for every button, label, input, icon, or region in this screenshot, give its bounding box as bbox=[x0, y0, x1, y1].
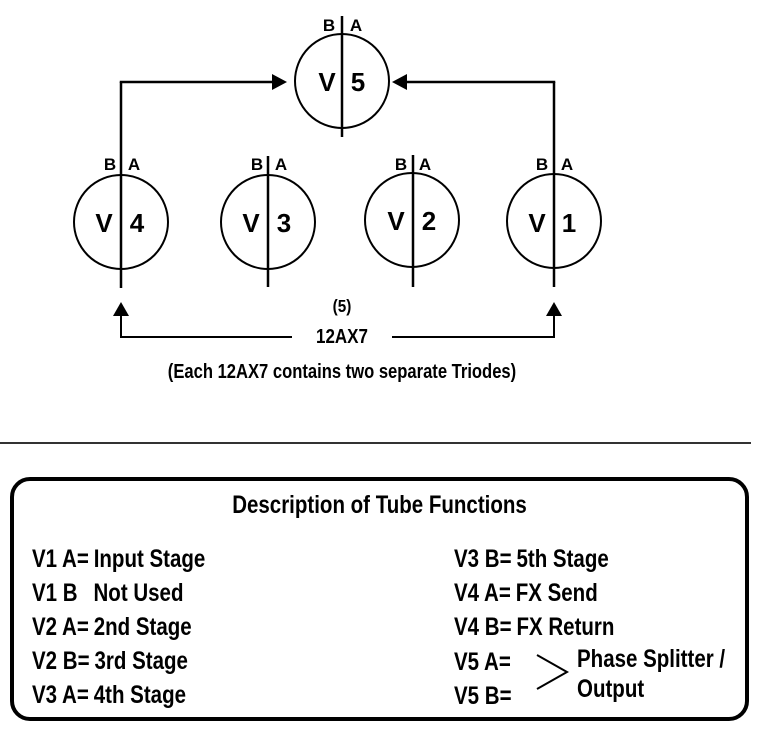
legend-item-value: 4th Stage bbox=[93, 681, 186, 709]
tube-v3-side-a: A bbox=[275, 155, 287, 174]
tube-v5-side-a: A bbox=[350, 16, 362, 35]
legend-column-right: V3 B=5th Stage V4 A=FX Send V4 B=FX Retu… bbox=[454, 542, 650, 644]
arrowhead-up-right-icon bbox=[546, 302, 562, 316]
legend-item-key: V1 B bbox=[32, 579, 78, 607]
legend-column-left: V1 A=Input Stage V1 B Not Used V2 A=2nd S… bbox=[32, 542, 243, 712]
legend-item-value: FX Return bbox=[516, 613, 615, 641]
tube-v2-letter: V bbox=[387, 206, 405, 236]
tube-v3: B A V 3 bbox=[220, 155, 316, 287]
bracket-line-left bbox=[120, 316, 292, 338]
tube-v3-letter: V bbox=[242, 208, 260, 238]
tube-v5: B A V 5 bbox=[294, 16, 390, 137]
legend-item-key: V1 A= bbox=[32, 545, 89, 573]
legend-v5-group: V5 A= V5 B= Phase Splitter / Output bbox=[454, 644, 754, 714]
tube-v4-number: 4 bbox=[130, 208, 145, 238]
connector-line-left bbox=[119, 80, 272, 84]
bracket-connector-icon bbox=[536, 654, 570, 690]
legend-v5-description-line1: Phase Splitter / bbox=[577, 645, 726, 673]
triode-note: (Each 12AX7 contains two separate Triode… bbox=[168, 360, 516, 383]
legend-item: V4 A=FX Send bbox=[454, 576, 614, 610]
tube-v5-number: 5 bbox=[351, 67, 365, 97]
legend-item-value: Not Used bbox=[93, 579, 184, 607]
legend-item-value: 5th Stage bbox=[516, 545, 609, 573]
legend-v5-a-key: V5 A= bbox=[454, 648, 511, 676]
tube-v3-side-b: B bbox=[251, 155, 263, 174]
tube-v1-letter: V bbox=[528, 208, 546, 238]
signal-path-v4-to-v5 bbox=[119, 74, 287, 90]
arrowhead-up-left-icon bbox=[113, 302, 129, 316]
legend-item-key: V4 B= bbox=[454, 613, 512, 641]
tube-v4-side-b: B bbox=[104, 155, 116, 174]
legend-item: V4 B=FX Return bbox=[454, 610, 614, 644]
tube-functions-legend: Description of Tube Functions V1 A=Input… bbox=[10, 477, 749, 721]
bracket-line-right bbox=[392, 316, 555, 338]
tube-v1-side-b: B bbox=[536, 155, 548, 174]
legend-item-key: V2 B= bbox=[32, 647, 90, 675]
legend-item-key: V2 A= bbox=[32, 613, 89, 641]
legend-item-value: Input Stage bbox=[93, 545, 206, 573]
legend-item-key: V4 A= bbox=[454, 579, 511, 607]
tube-layout-diagram: B A V 5 B A V 4 B A V 3 B A V 2 B A V 1 bbox=[73, 16, 602, 383]
tube-type-label: 12AX7 bbox=[316, 325, 368, 348]
tube-v1-side-a: A bbox=[561, 155, 573, 174]
tube-v1: B A V 1 bbox=[506, 82, 602, 287]
arrowhead-left-icon bbox=[392, 74, 407, 90]
tube-v5-letter: V bbox=[318, 67, 336, 97]
tube-v2-side-b: B bbox=[395, 155, 407, 174]
signal-path-v1-to-v5 bbox=[392, 74, 556, 90]
tube-v4-side-a: A bbox=[128, 155, 140, 174]
legend-item: V1 A=Input Stage bbox=[32, 542, 205, 576]
legend-item: V2 B=3rd Stage bbox=[32, 644, 205, 678]
legend-v5-description-line2: Output bbox=[577, 675, 645, 703]
legend-item-key: V3 B= bbox=[454, 545, 512, 573]
legend-v5-b-key: V5 B= bbox=[454, 682, 512, 710]
legend-title: Description of Tube Functions bbox=[232, 491, 527, 519]
tube-count-bracket bbox=[113, 302, 562, 338]
legend-item: V2 A=2nd Stage bbox=[32, 610, 205, 644]
tube-v2-side-a: A bbox=[419, 155, 431, 174]
legend-item: V1 B Not Used bbox=[32, 576, 205, 610]
tube-v2: B A V 2 bbox=[364, 155, 460, 287]
legend-item-key: V3 A= bbox=[32, 681, 89, 709]
legend-item-value: 3rd Stage bbox=[94, 647, 188, 675]
tube-v5-side-b: B bbox=[323, 16, 335, 35]
tube-v1-number: 1 bbox=[562, 208, 576, 238]
legend-item-value: FX Send bbox=[515, 579, 598, 607]
tube-v2-number: 2 bbox=[422, 206, 436, 236]
connector-line-right bbox=[407, 80, 556, 84]
section-divider bbox=[0, 442, 751, 444]
tube-v4: B A V 4 bbox=[73, 82, 169, 288]
tube-count-label: (5) bbox=[333, 296, 352, 316]
tube-v3-number: 3 bbox=[277, 208, 291, 238]
legend-item-value: 2nd Stage bbox=[93, 613, 192, 641]
arrowhead-right-icon bbox=[272, 74, 287, 90]
tube-v4-letter: V bbox=[95, 208, 113, 238]
legend-item: V3 B=5th Stage bbox=[454, 542, 614, 576]
legend-item: V3 A=4th Stage bbox=[32, 678, 205, 712]
